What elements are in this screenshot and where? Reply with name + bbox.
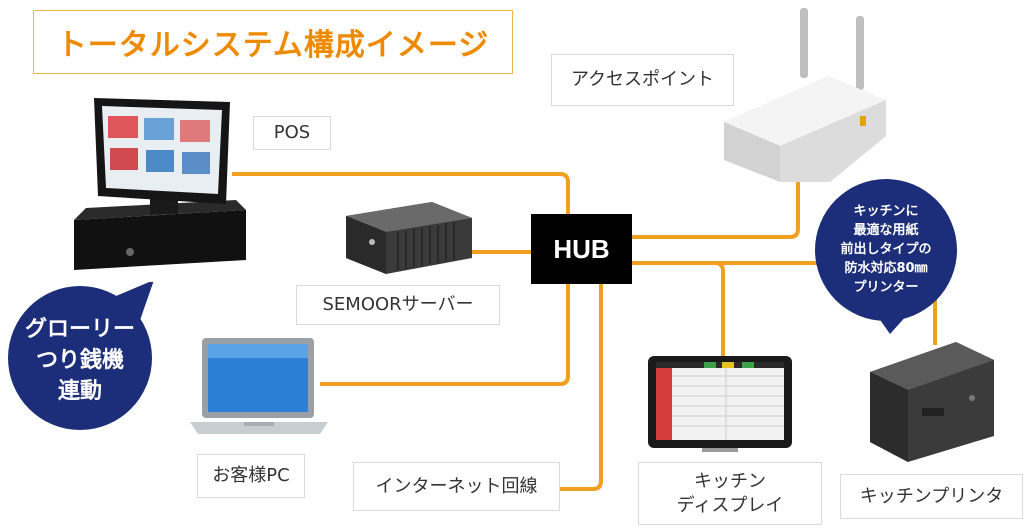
glory-line-1: グローリー [24,317,135,342]
line-display-hub [714,261,725,362]
pos-label: POS [253,116,331,150]
printer-bubble-text: キッチンに 最適な用紙 前出しタイプの 防水対応80㎜ プリンター [817,202,955,297]
glory-line-3: 連動 [57,379,102,404]
pos-terminal-icon [74,98,246,270]
access-point-label: アクセスポイント [551,54,734,106]
hub-box: HUB [531,214,632,284]
printer-line-1: キッチンに [853,204,919,219]
printer-line-4: 防水対応80㎜ [844,261,928,276]
line-ap-hub [632,170,800,239]
printer-line-3: 前出しタイプの [840,242,932,257]
line-internet-hub [560,284,603,491]
glory-line-2: つり銭機 [35,348,124,373]
printer-line-2: 最適な用紙 [853,223,919,238]
kitchen-printer-label: キッチンプリンタ [840,474,1023,519]
access-point-icon [724,8,886,182]
internet-label: インターネット回線 [353,462,560,511]
line-pc-hub [320,284,570,386]
glory-bubble-text: グローリー つり銭機 連動 [6,314,154,407]
printer-bubble-icon [815,179,957,334]
kitchen-printer-icon [870,342,994,462]
server-label: SEMOORサーバー [296,285,500,325]
printer-line-5: プリンター [853,280,919,295]
page-title: トータルシステム構成イメージ [33,10,513,74]
laptop-icon [190,338,328,434]
kitchen-display-label-line-2: ディスプレイ [676,494,784,516]
line-pos-hub [232,172,570,214]
glory-bubble-icon [8,282,154,430]
customer-pc-label: お客様PC [197,454,305,498]
kitchen-display-label: キッチン ディスプレイ [638,462,822,525]
kitchen-display-label-line-1: キッチン [694,471,766,493]
kitchen-display-icon [648,356,792,452]
server-icon [346,202,472,274]
